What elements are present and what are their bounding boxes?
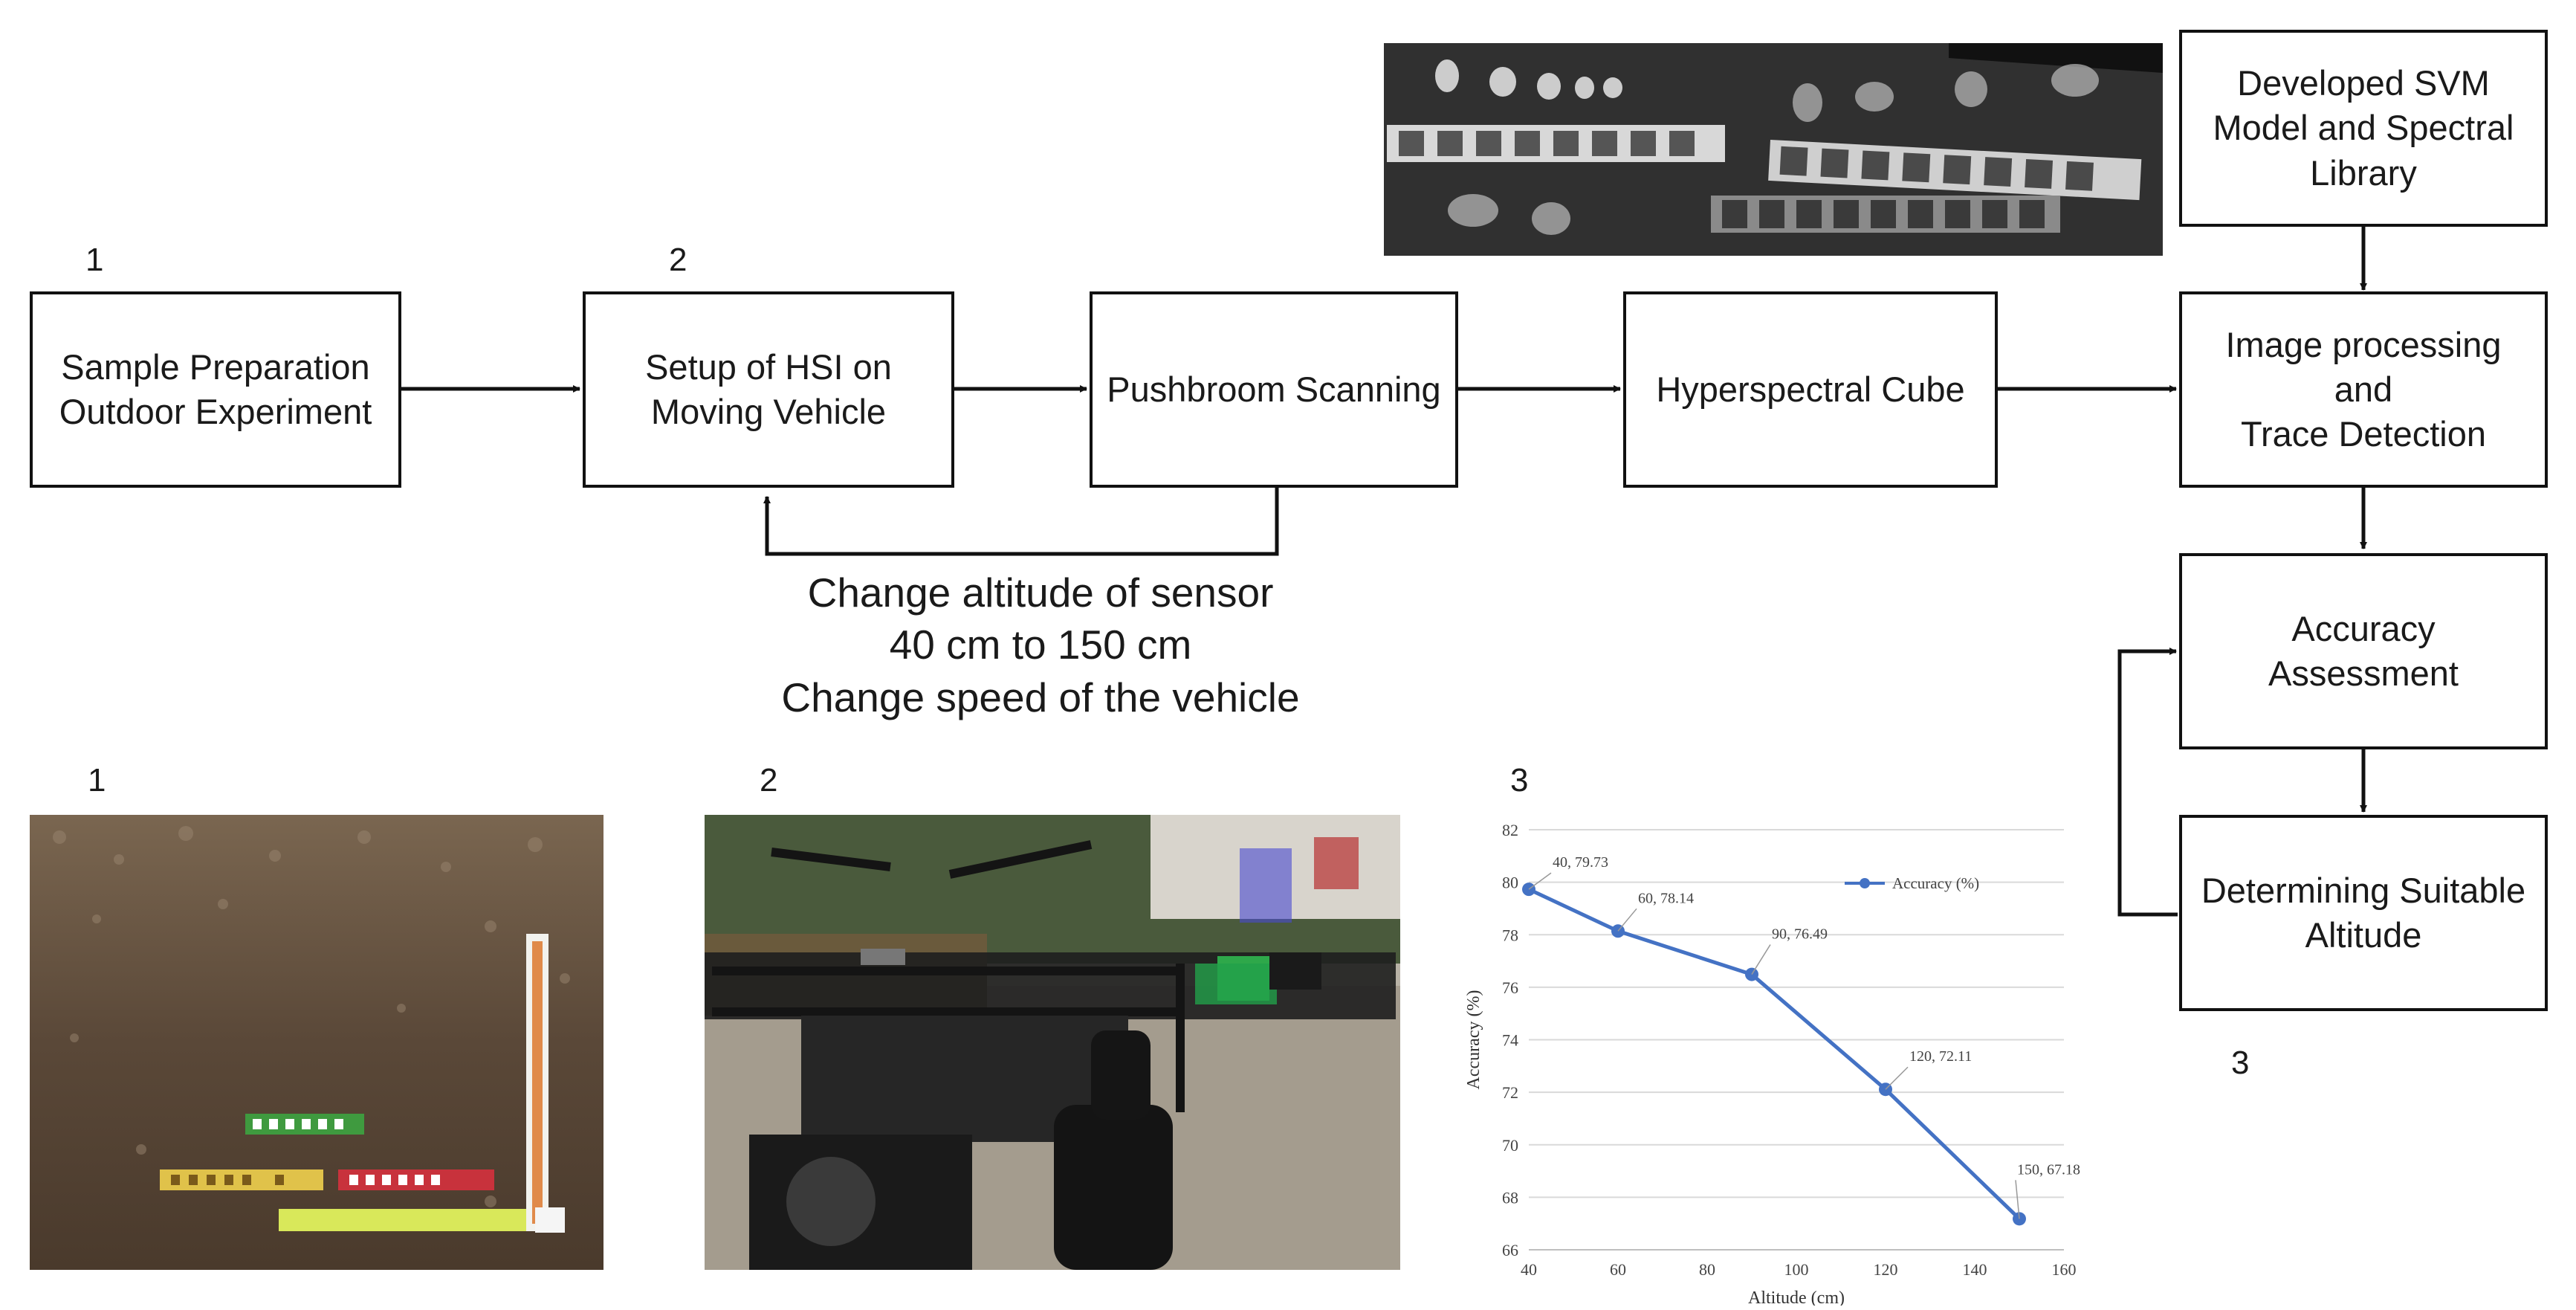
data-point [2013, 1212, 2026, 1226]
data-point [1611, 924, 1625, 938]
accuracy-assessment-box: Accuracy Assessment [2179, 553, 2548, 749]
data-point [1745, 967, 1758, 981]
hyperspectral-cube-box: Hyperspectral Cube [1623, 291, 1998, 488]
y-tick-label: 68 [1502, 1188, 1518, 1207]
x-tick-label: 80 [1699, 1260, 1715, 1279]
y-tick-label: 80 [1502, 874, 1518, 892]
data-label-leader [1885, 1066, 1909, 1090]
data-label: 90, 76.49 [1772, 926, 1828, 943]
data-label: 150, 67.18 [2017, 1161, 2080, 1178]
data-label-leader [2015, 1180, 2020, 1219]
legend-label: Accuracy (%) [1892, 874, 1979, 892]
pushbroom-scanning-box: Pushbroom Scanning [1090, 291, 1458, 488]
x-tick-label: 40 [1521, 1260, 1537, 1279]
data-label: 60, 78.14 [1638, 890, 1694, 906]
accuracy-chart-svg: 66 68 70 72 74 76 78 80 82 40 60 80 100 120 140 160Alti… [1464, 821, 2080, 1308]
soil-sample-photo [30, 815, 603, 1270]
photo-number-chart: 3 [1510, 762, 1529, 798]
y-tick-label: 82 [1502, 821, 1518, 839]
arrow-suitable-feedback-to-accuracy [2117, 648, 2178, 917]
image-processing-box: Image processing and Trace Detection [2179, 291, 2548, 488]
vehicle-setup-photo [705, 815, 1400, 1270]
data-label: 40, 79.73 [1553, 854, 1608, 871]
x-tick-label: 160 [2052, 1260, 2077, 1279]
photo-number-soil: 1 [88, 762, 106, 798]
y-tick-label: 74 [1502, 1031, 1518, 1050]
data-label-leader [1528, 872, 1552, 890]
y-tick-label: 76 [1502, 978, 1518, 997]
x-tick-label: 60 [1610, 1260, 1626, 1279]
x-tick-label: 100 [1784, 1260, 1809, 1279]
data-point [1522, 883, 1535, 897]
data-label-leader [1751, 944, 1771, 975]
y-tick-label: 78 [1502, 926, 1518, 944]
hyperspectral-image [1384, 43, 2163, 256]
data-label-leader [1617, 908, 1637, 932]
legend-marker [1860, 878, 1870, 888]
photo-number-vehicle: 2 [760, 762, 778, 798]
data-label: 120, 72.11 [1909, 1048, 1972, 1065]
x-tick-label: 140 [1963, 1260, 1987, 1279]
feedback-note: Change altitude of sensor 40 cm to 150 c… [781, 570, 1300, 720]
y-tick-label: 66 [1502, 1241, 1518, 1259]
suitable-altitude-box: Determining Suitable Altitude [2179, 815, 2548, 1011]
setup-hsi-box: Setup of HSI on Moving Vehicle [583, 291, 954, 488]
sample-preparation-box: Sample Preparation Outdoor Experiment [30, 291, 401, 488]
x-tick-label: 120 [1874, 1260, 1898, 1279]
accuracy-block-number: 3 [2231, 1045, 2250, 1081]
svm-model-box: Developed SVM Model and Spectral Library [2179, 30, 2548, 227]
step-number-setup: 2 [669, 242, 687, 278]
arrow-pushbroom-feedback-to-setup [763, 488, 1279, 556]
y-tick-label: 70 [1502, 1136, 1518, 1155]
x-axis-label: Altitude (cm) [1748, 1288, 1845, 1306]
y-axis-label: Accuracy (%) [1464, 990, 1483, 1090]
y-tick-label: 72 [1502, 1083, 1518, 1102]
step-number-sample: 1 [85, 242, 104, 278]
